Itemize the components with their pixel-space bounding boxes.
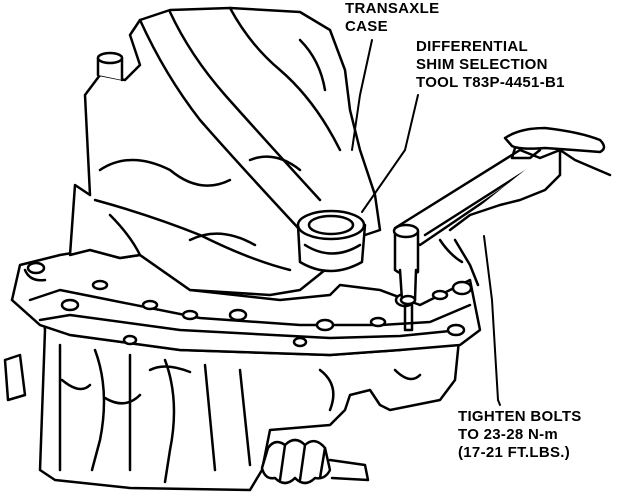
tighten-bolts-label: TIGHTEN BOLTS TO 23-28 N-m (17-21 FT.LBS… — [458, 408, 582, 462]
differential-bore — [296, 209, 367, 273]
shim-selection-tool — [392, 126, 612, 332]
shim-tool-label-line-3: TOOL T83P-4451-B1 — [416, 74, 565, 91]
tighten-bolts-label-line-2: TO 23-28 N-m — [458, 426, 559, 443]
lower-housing — [3, 283, 462, 492]
shim-tool-label-line-2: SHIM SELECTION — [416, 56, 548, 73]
transaxle-case-label-line-2: CASE — [345, 18, 388, 35]
tighten-bolts-label-line-1: TIGHTEN BOLTS — [458, 408, 582, 425]
shim-tool-label-line-1: DIFFERENTIAL — [416, 38, 528, 55]
transaxle-case-label: TRANSAXLE CASE — [345, 0, 439, 36]
leader-lines — [351, 39, 501, 406]
tighten-bolts-label-line-3: (17-21 FT.LBS.) — [458, 444, 571, 461]
shim-tool-label: DIFFERENTIAL SHIM SELECTION TOOL T83P-44… — [416, 38, 565, 92]
shaft-boot — [260, 438, 370, 485]
transaxle-case-label-line-1: TRANSAXLE — [345, 0, 440, 17]
